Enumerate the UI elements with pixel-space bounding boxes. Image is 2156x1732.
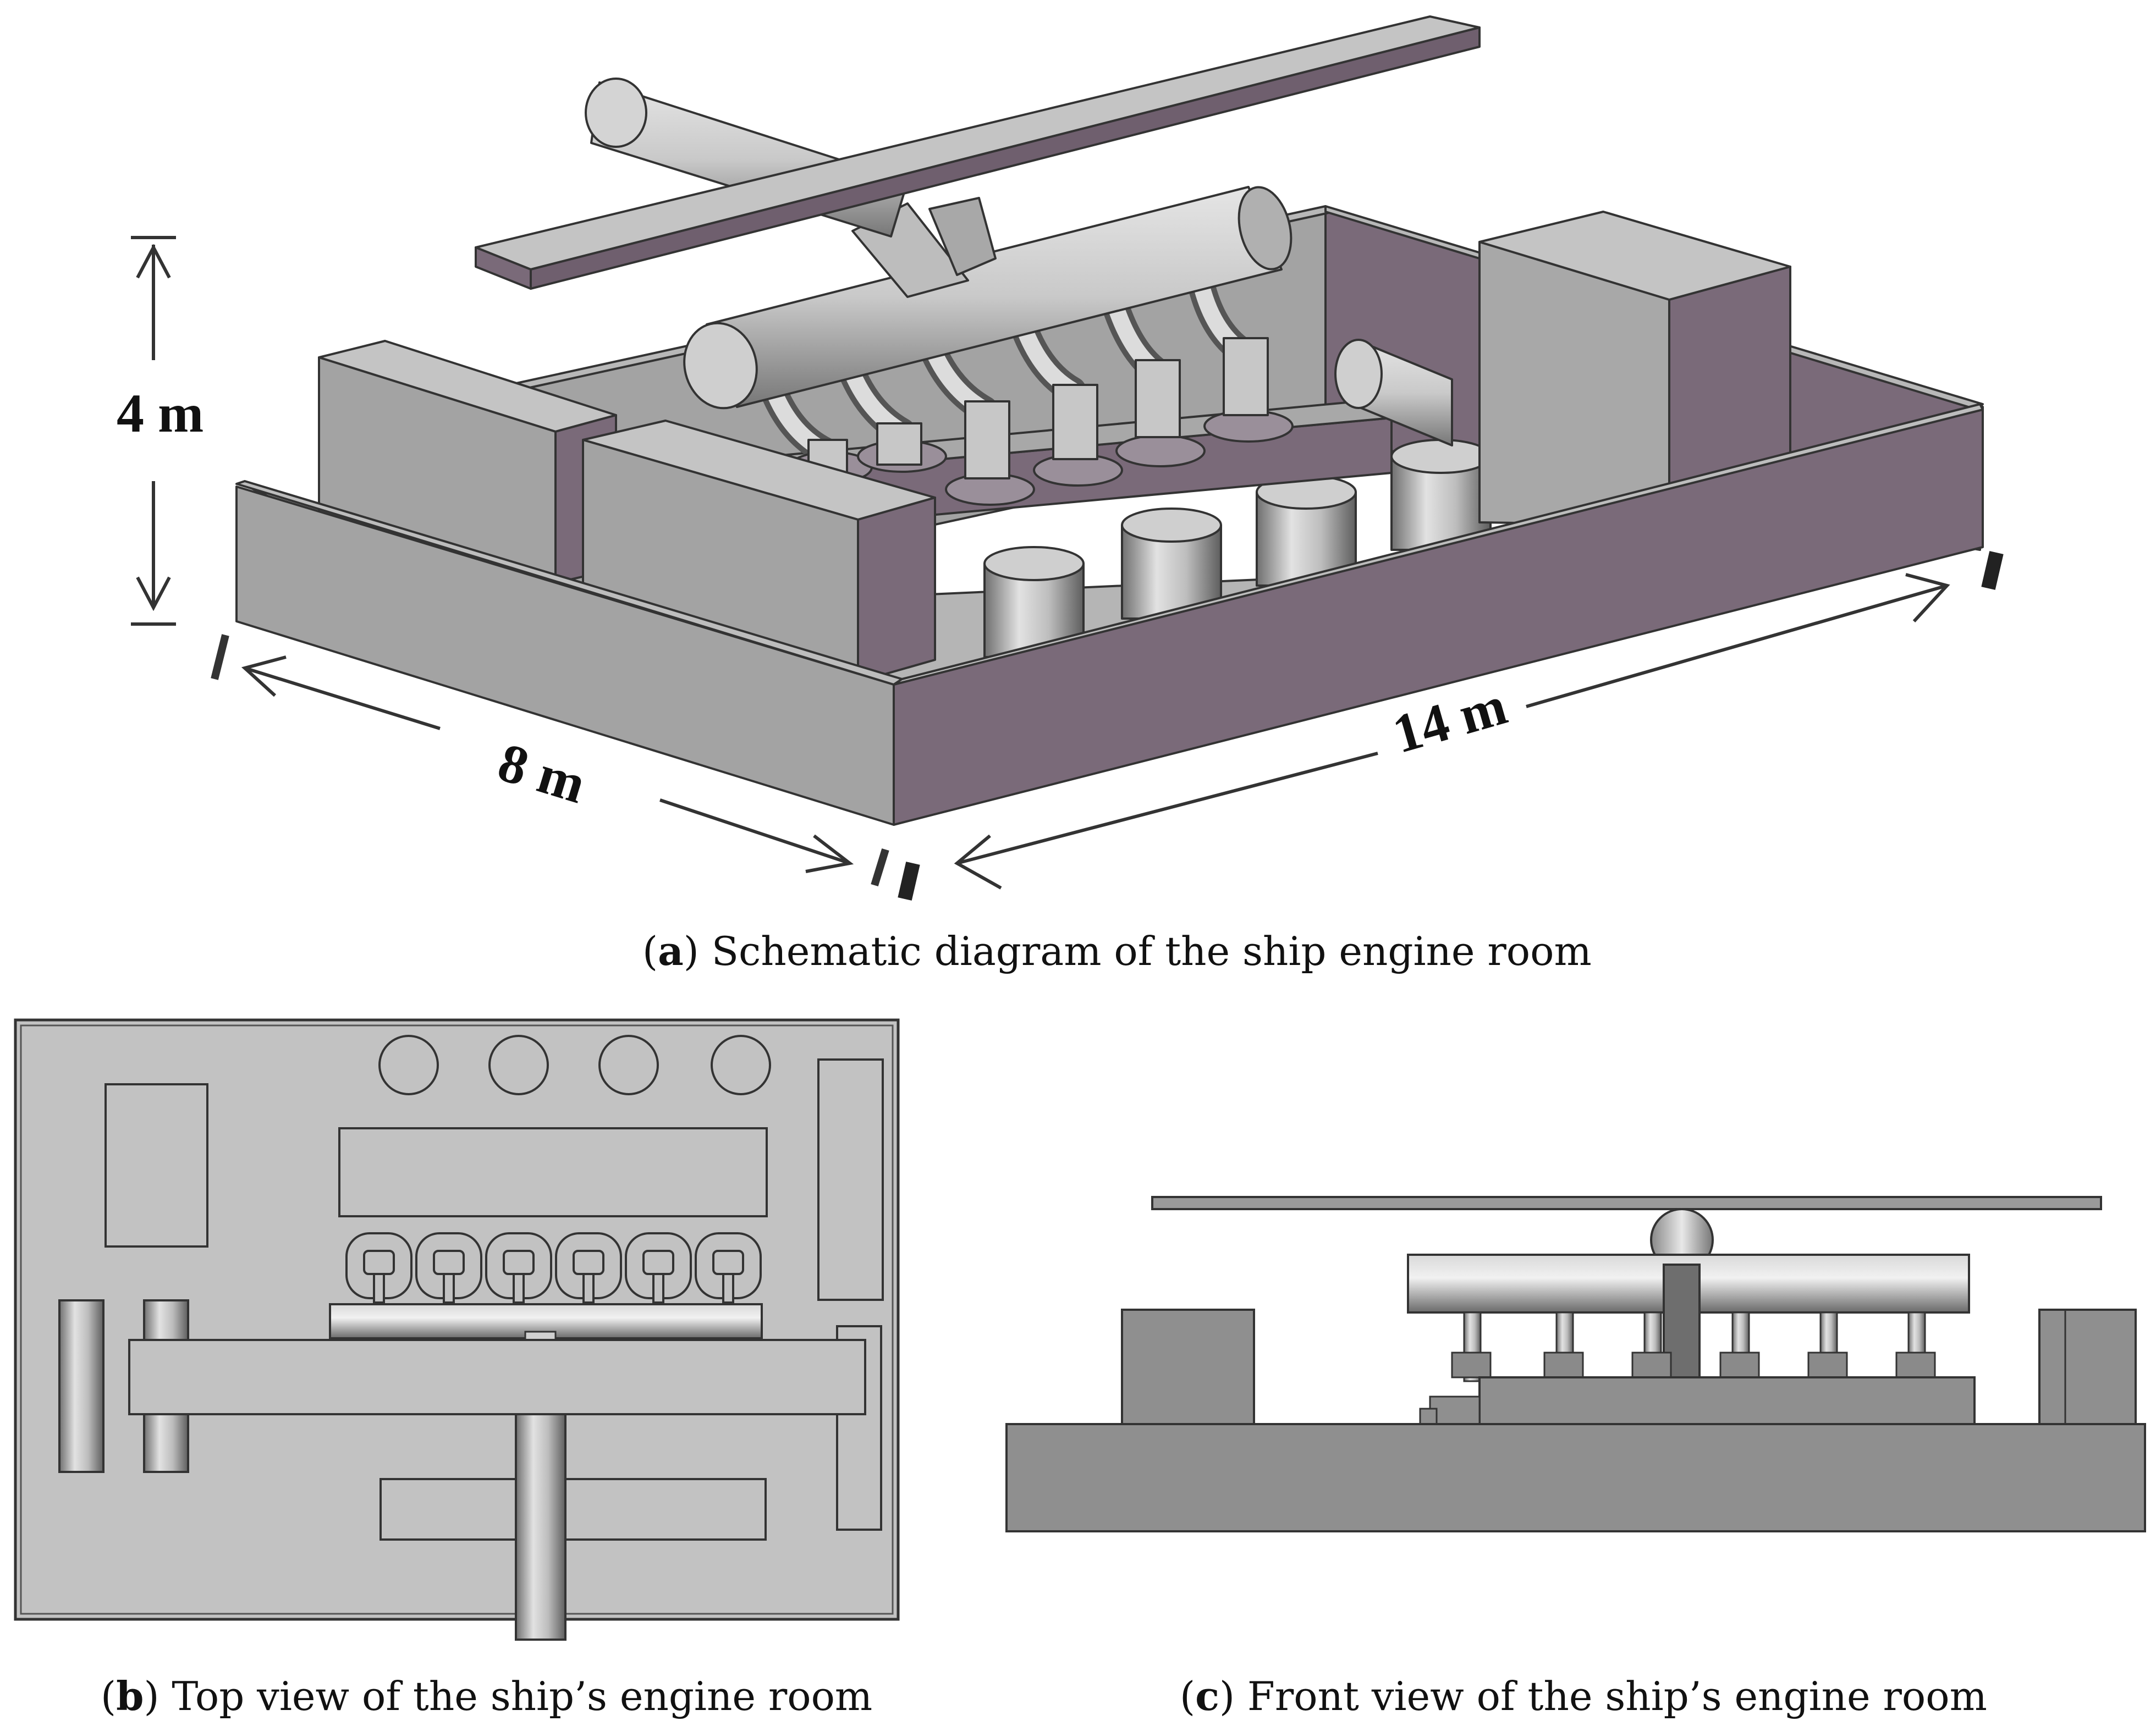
- tv-lower-block: [380, 1478, 767, 1541]
- cylinder-head-4: [1033, 384, 1123, 487]
- width-label: 8 m: [492, 731, 593, 815]
- fv-engine-block: [1478, 1376, 1976, 1425]
- fv-top-beam: [1151, 1196, 2102, 1210]
- tv-pipe-left-1: [58, 1299, 105, 1473]
- tv-cylinder-heads: [345, 1232, 762, 1304]
- room-front-rim-right: [893, 403, 1984, 686]
- length-dimension: [898, 551, 2004, 901]
- tv-tank-1: [378, 1035, 439, 1095]
- tv-tank-2: [488, 1035, 549, 1095]
- cylinder-heads: [788, 337, 1294, 506]
- tv-tank-3: [598, 1035, 659, 1095]
- caption-b: (b) Top view of the ship’s engine room: [101, 1673, 872, 1719]
- tv-head-1: [345, 1232, 413, 1304]
- tv-head-6: [695, 1232, 762, 1304]
- exhaust-manifold: [683, 186, 1292, 410]
- tv-head-3: [485, 1232, 552, 1304]
- tv-transverse-pipe: [515, 1413, 566, 1641]
- panel-a-schematic: 4 m 8 m 14 m (a) Schematic diagram of th…: [117, 15, 2004, 974]
- cylinder-head-3: [945, 400, 1035, 506]
- tv-head-2: [415, 1232, 482, 1304]
- height-label: 4 m: [117, 383, 204, 444]
- tv-tanks: [378, 1035, 771, 1095]
- tv-head-4: [555, 1232, 622, 1304]
- cylinder-head-6: [1203, 337, 1294, 443]
- panel-c-front-view: (c) Front view of the ship’s engine room: [1005, 1196, 2146, 1719]
- width-dimension: [211, 634, 889, 887]
- aux-pipe-right: [1334, 339, 1453, 446]
- caption-c: (c) Front view of the ship’s engine room: [1180, 1673, 1987, 1719]
- tv-beam: [128, 1339, 866, 1415]
- cylinder-head-5: [1115, 359, 1206, 467]
- box-left-front: [582, 420, 936, 683]
- tv-cabinet: [817, 1058, 884, 1301]
- fv-box-right: [2038, 1309, 2137, 1425]
- top-beam: [475, 15, 1481, 290]
- generator-cylinders: [983, 439, 1492, 658]
- fv-base: [1005, 1423, 2146, 1532]
- panel-b-top-view: (b) Top view of the ship’s engine room: [14, 1018, 900, 1719]
- height-dimension: [131, 236, 176, 626]
- tv-engine-block: [338, 1127, 768, 1217]
- tv-box-left: [105, 1083, 208, 1248]
- caption-a: (a) Schematic diagram of the ship engine…: [642, 928, 1592, 974]
- cylinder-head-2: [857, 422, 947, 473]
- tv-head-5: [625, 1232, 692, 1304]
- tv-tank-4: [711, 1035, 771, 1095]
- fv-box-left: [1121, 1309, 1255, 1425]
